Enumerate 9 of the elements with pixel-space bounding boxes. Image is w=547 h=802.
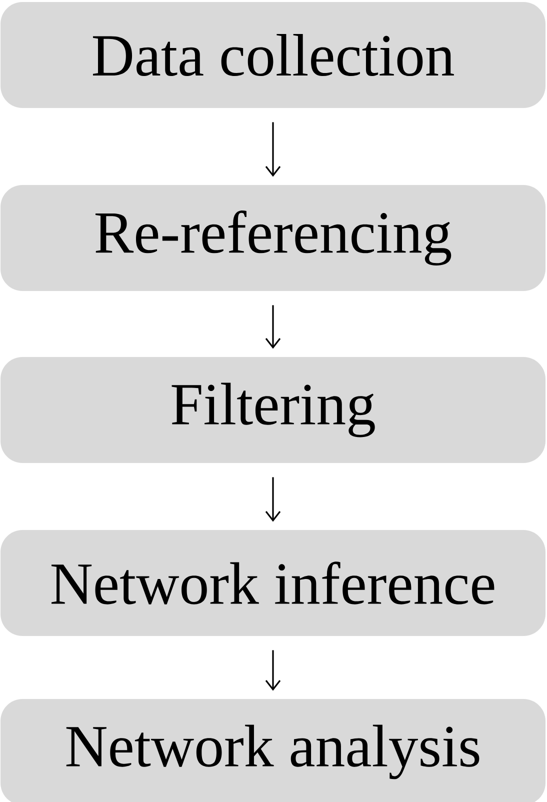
process-box: Re-referencing	[0, 185, 546, 291]
arrow	[265, 650, 281, 691]
arrow	[265, 305, 281, 349]
process-box: Filtering	[0, 357, 546, 463]
arrow	[265, 122, 281, 177]
process-box: Network analysis	[0, 699, 546, 802]
arrow	[265, 477, 281, 522]
process-box: Network inference	[0, 530, 546, 636]
process-box: Data collection	[0, 2, 546, 108]
